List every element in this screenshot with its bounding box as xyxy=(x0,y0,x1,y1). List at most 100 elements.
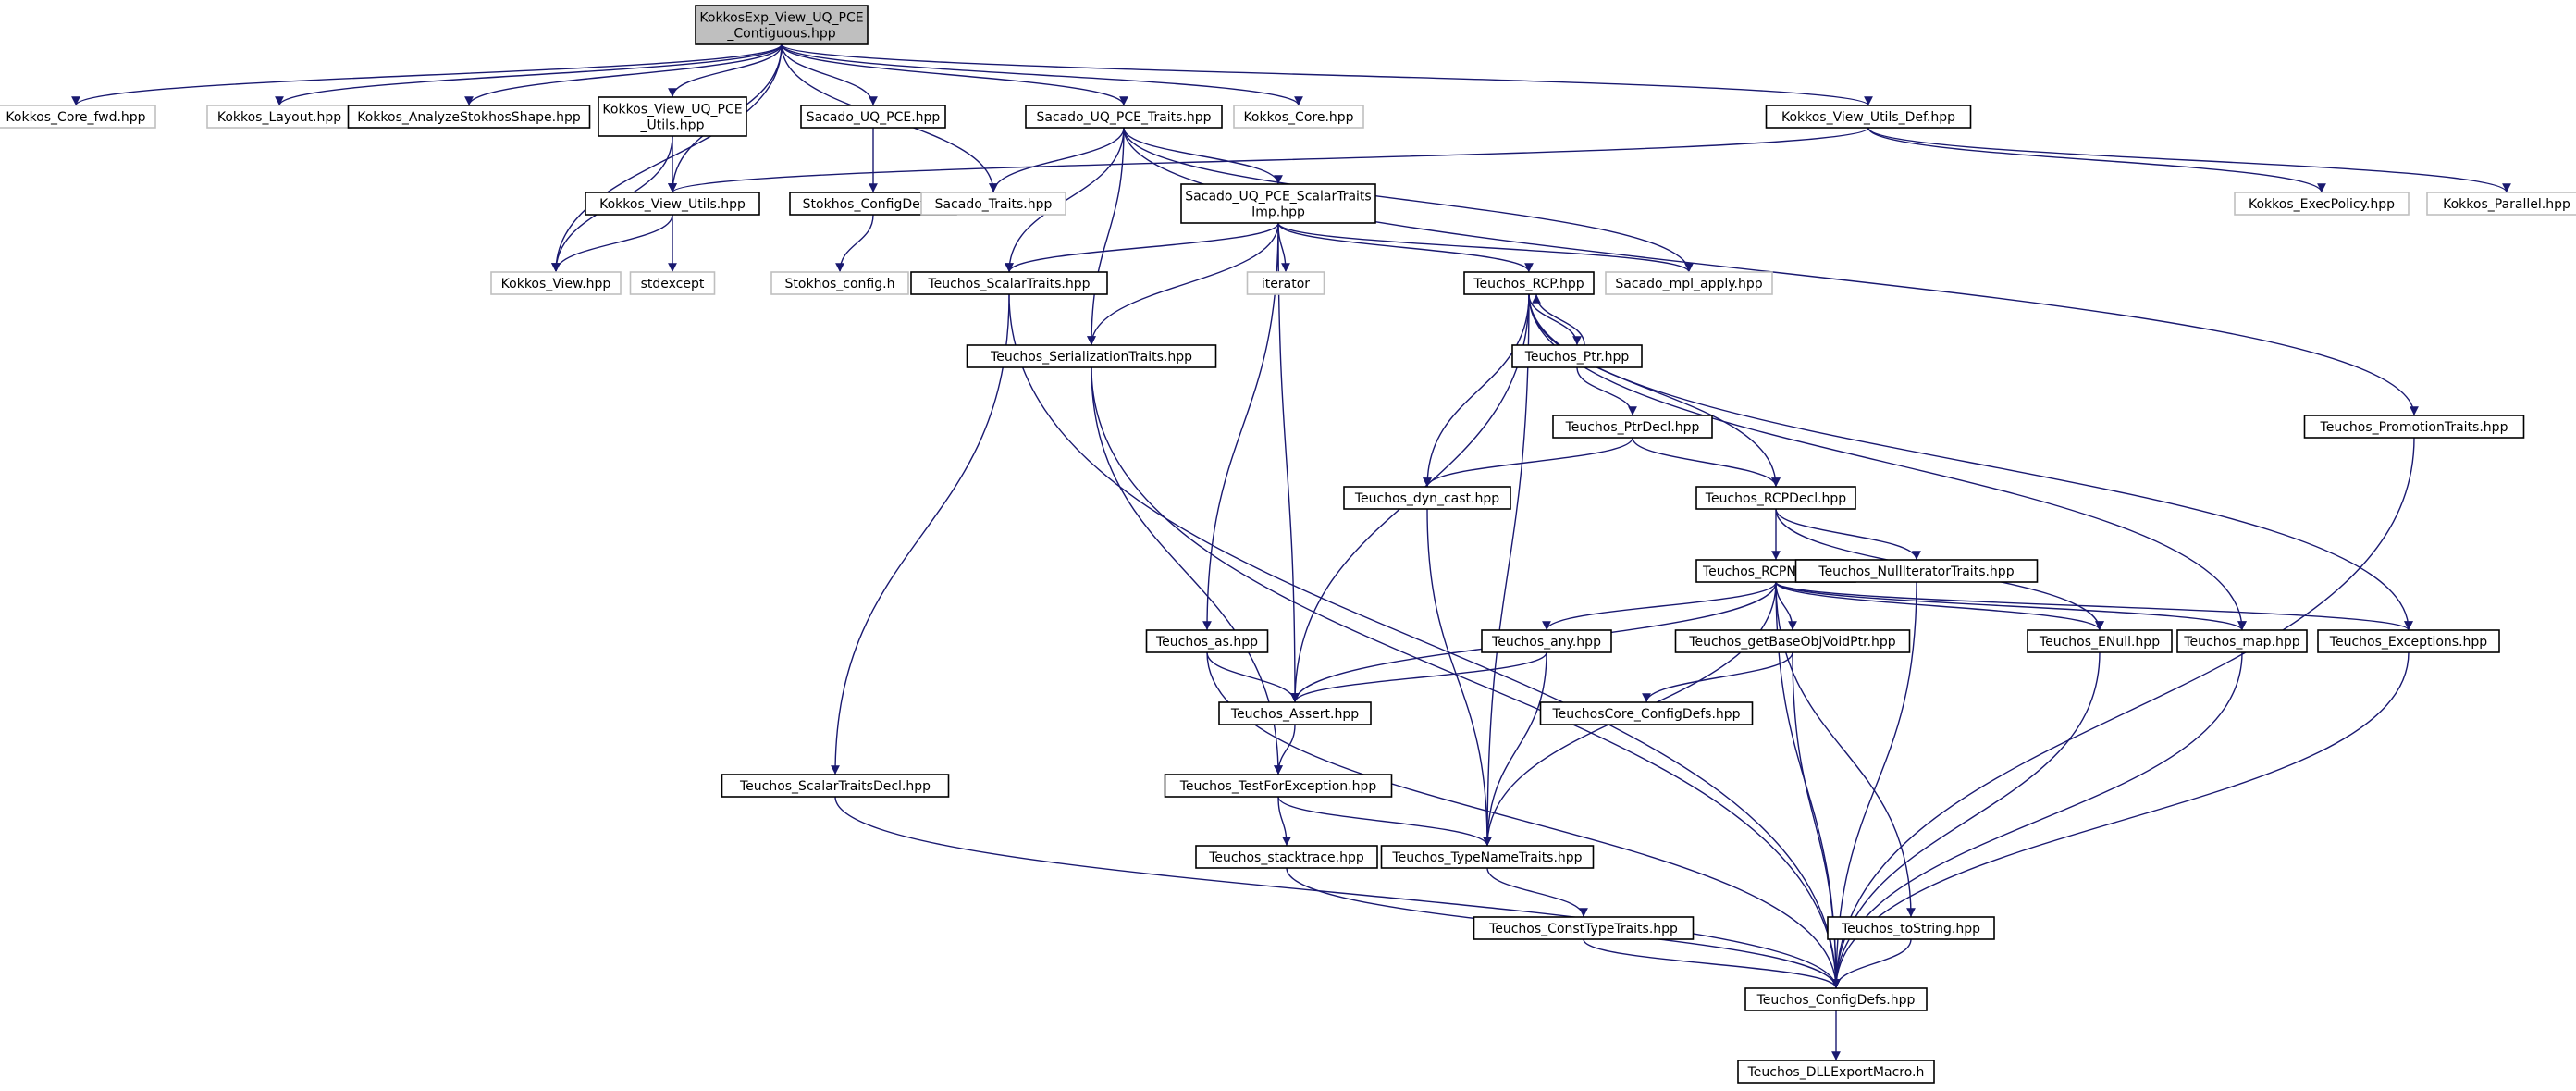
node-testforexc[interactable]: Teuchos_TestForException.hpp xyxy=(1164,774,1393,798)
edge-root-to-view_uq_utils xyxy=(668,43,783,98)
node-kokkos_core[interactable]: Kokkos_Core.hpp xyxy=(1233,105,1364,129)
node-box-testforexc xyxy=(1164,774,1393,798)
node-dllexport[interactable]: Teuchos_DLLExportMacro.h xyxy=(1737,1060,1935,1084)
node-box-stacktrace xyxy=(1195,845,1378,869)
node-view_utils[interactable]: Kokkos_View_Utils.hpp xyxy=(585,192,760,216)
edge-rcpnode-to-any xyxy=(1542,581,1777,631)
edge-root-to-view_utils_def xyxy=(781,43,1873,106)
node-promotion[interactable]: Teuchos_PromotionTraits.hpp xyxy=(2303,415,2525,439)
node-label-sacado_uq_traits: Sacado_UQ_PCE_Traits.hpp xyxy=(1036,110,1211,125)
node-sacado_uq_traits[interactable]: Sacado_UQ_PCE_Traits.hpp xyxy=(1025,105,1223,129)
node-label-typename: Teuchos_TypeNameTraits.hpp xyxy=(1391,850,1582,865)
node-stacktrace[interactable]: Teuchos_stacktrace.hpp xyxy=(1195,845,1378,869)
node-box-dllexport xyxy=(1737,1060,1935,1084)
edge-dyn_cast-to-typename xyxy=(1426,508,1492,847)
node-label-map: Teuchos_map.hpp xyxy=(2183,635,2299,650)
node-label-layout: Kokkos_Layout.hpp xyxy=(217,110,341,125)
node-getbase[interactable]: Teuchos_getBaseObjVoidPtr.hpp xyxy=(1674,629,1911,653)
node-sacado_traits[interactable]: Sacado_Traits.hpp xyxy=(920,192,1066,216)
node-label-nulliter: Teuchos_NullIteratorTraits.hpp xyxy=(1818,564,2014,579)
node-box-iterator xyxy=(1246,271,1325,295)
node-label-stokhos_config: Stokhos_config.h xyxy=(785,277,895,291)
edge-ptrdecl-to-dyn_cast xyxy=(1423,437,1633,488)
node-label-any: Teuchos_any.hpp xyxy=(1491,635,1601,650)
node-sacado_uq_pce[interactable]: Sacado_UQ_PCE.hpp xyxy=(800,105,946,129)
node-scalartraitsdecl[interactable]: Teuchos_ScalarTraitsDecl.hpp xyxy=(721,774,950,798)
node-box-exceptions xyxy=(2317,629,2500,653)
node-ptr[interactable]: Teuchos_Ptr.hpp xyxy=(1511,344,1643,368)
node-enull[interactable]: Teuchos_ENull.hpp xyxy=(2027,629,2173,653)
node-label-stdexcept: stdexcept xyxy=(641,277,705,291)
node-box-getbase xyxy=(1674,629,1911,653)
node-rcpdecl[interactable]: Teuchos_RCPDecl.hpp xyxy=(1695,486,1856,510)
node-consttype[interactable]: Teuchos_ConstTypeTraits.hpp xyxy=(1473,916,1695,940)
node-ptrdecl[interactable]: Teuchos_PtrDecl.hpp xyxy=(1552,415,1713,439)
node-tostring[interactable]: Teuchos_toString.hpp xyxy=(1827,916,1995,940)
node-map[interactable]: Teuchos_map.hpp xyxy=(2176,629,2308,653)
node-core_fwd[interactable]: Kokkos_Core_fwd.hpp xyxy=(0,105,156,129)
node-analyze[interactable]: Kokkos_AnalyzeStokhosShape.hpp xyxy=(347,105,591,129)
node-label-sacado_uq_pce: Sacado_UQ_PCE.hpp xyxy=(807,110,941,125)
edge-scalartraits-to-scalartraitsdecl xyxy=(831,293,1010,775)
edge-any-to-assert xyxy=(1290,651,1547,703)
node-mpl_apply[interactable]: Sacado_mpl_apply.hpp xyxy=(1605,271,1773,295)
edge-rcp-to-typename xyxy=(1483,293,1530,847)
node-as[interactable]: Teuchos_as.hpp xyxy=(1145,629,1269,653)
node-rcp[interactable]: Teuchos_RCP.hpp xyxy=(1463,271,1595,295)
node-label-view_utils: Kokkos_View_Utils.hpp xyxy=(599,197,746,212)
node-nulliter[interactable]: Teuchos_NullIteratorTraits.hpp xyxy=(1794,559,2039,583)
node-box-enull xyxy=(2027,629,2173,653)
node-layout[interactable]: Kokkos_Layout.hpp xyxy=(206,105,352,129)
edge-rcpnode-to-map xyxy=(1775,581,2247,631)
node-label-kokkos_core: Kokkos_Core.hpp xyxy=(1243,110,1353,125)
edge-sacado_uq_traits-to-scalartraits xyxy=(1005,127,1125,273)
node-serialization[interactable]: Teuchos_SerializationTraits.hpp xyxy=(966,344,1217,368)
edge-scalartraits-to-configdefs xyxy=(1008,293,1841,989)
edge-rcp-to-dyn_cast xyxy=(1423,293,1530,488)
node-label-dllexport: Teuchos_DLLExportMacro.h xyxy=(1747,1065,1925,1080)
node-kokkos_view[interactable]: Kokkos_View.hpp xyxy=(490,271,622,295)
node-teuchoscore_cfg[interactable]: TeuchosCore_ConfigDefs.hpp xyxy=(1539,701,1754,725)
node-iterator[interactable]: iterator xyxy=(1246,271,1325,295)
node-label-tostring: Teuchos_toString.hpp xyxy=(1841,922,1980,936)
node-dyn_cast[interactable]: Teuchos_dyn_cast.hpp xyxy=(1343,486,1511,510)
node-parallel[interactable]: Kokkos_Parallel.hpp xyxy=(2426,192,2576,216)
node-label-ptrdecl: Teuchos_PtrDecl.hpp xyxy=(1565,420,1700,435)
node-label-serialization: Teuchos_SerializationTraits.hpp xyxy=(990,350,1192,365)
node-view_uq_utils[interactable]: Kokkos_View_UQ_PCE_Utils.hpp xyxy=(598,96,747,137)
node-box-kokkos_core xyxy=(1233,105,1364,129)
node-label-getbase: Teuchos_getBaseObjVoidPtr.hpp xyxy=(1688,635,1895,650)
node-label-view_uq_utils-line-1: _Utils.hpp xyxy=(640,118,705,133)
node-exec_policy[interactable]: Kokkos_ExecPolicy.hpp xyxy=(2234,192,2410,216)
node-root[interactable]: KokkosExp_View_UQ_PCE_Contiguous.hpp xyxy=(695,5,869,45)
node-view_utils_def[interactable]: Kokkos_View_Utils_Def.hpp xyxy=(1765,105,1972,129)
node-label-core_fwd: Kokkos_Core_fwd.hpp xyxy=(6,110,145,125)
node-any[interactable]: Teuchos_any.hpp xyxy=(1481,629,1612,653)
node-typename[interactable]: Teuchos_TypeNameTraits.hpp xyxy=(1380,845,1595,869)
node-label-scalartraitsdecl: Teuchos_ScalarTraitsDecl.hpp xyxy=(739,779,931,794)
node-exceptions[interactable]: Teuchos_Exceptions.hpp xyxy=(2317,629,2500,653)
edge-root-to-sacado_uq_pce xyxy=(781,43,878,106)
node-assert[interactable]: Teuchos_Assert.hpp xyxy=(1218,701,1372,725)
edge-consttype-to-configdefs xyxy=(1583,938,1841,989)
node-scalartraits[interactable]: Teuchos_ScalarTraits.hpp xyxy=(910,271,1108,295)
edge-rcp-to-ptr xyxy=(1528,293,1582,346)
node-label-stacktrace: Teuchos_stacktrace.hpp xyxy=(1208,850,1364,865)
node-box-assert xyxy=(1218,701,1372,725)
edge-promotion-to-configdefs xyxy=(1831,437,2415,989)
edge-root-to-kokkos_core xyxy=(781,43,1303,106)
edge-view_utils-to-kokkos_view xyxy=(551,214,673,273)
edge-sacado_uq_traits-to-scalartraits_imp xyxy=(1123,127,1283,185)
node-box-view_utils xyxy=(585,192,760,216)
node-stdexcept[interactable]: stdexcept xyxy=(629,271,716,295)
node-label-mpl_apply: Sacado_mpl_apply.hpp xyxy=(1615,277,1762,291)
node-label-rcp: Teuchos_RCP.hpp xyxy=(1473,277,1584,291)
node-label-as: Teuchos_as.hpp xyxy=(1155,635,1258,650)
node-label-scalartraits_imp-line-0: Sacado_UQ_PCE_ScalarTraits xyxy=(1185,190,1371,205)
node-configdefs[interactable]: Teuchos_ConfigDefs.hpp xyxy=(1744,987,1928,1011)
node-stokhos_config[interactable]: Stokhos_config.h xyxy=(770,271,909,295)
node-box-sacado_uq_pce xyxy=(800,105,946,129)
edge-stokhos_configdefs-to-stokhos_config xyxy=(835,214,874,273)
node-box-rcp xyxy=(1463,271,1595,295)
